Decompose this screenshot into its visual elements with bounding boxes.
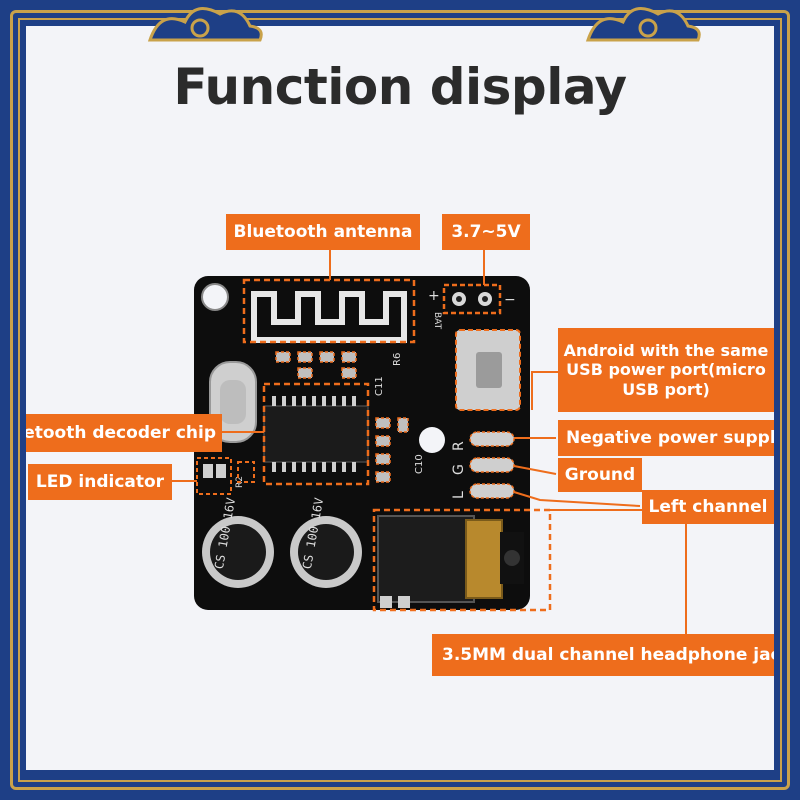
label-negative-power: Negative power supply: [558, 420, 774, 456]
label-usb-port: Android with the same USB power port(mic…: [558, 328, 774, 412]
label-bluetooth-antenna: Bluetooth antenna: [226, 214, 420, 250]
headphone-jack: [377, 515, 475, 603]
svg-text:C11: C11: [374, 376, 385, 396]
label-headphone-jack: 3.5MM dual channel headphone jack: [432, 634, 774, 676]
svg-text:G: G: [451, 464, 467, 475]
svg-text:R6: R6: [392, 353, 403, 366]
label-voltage: 3.7~5V: [442, 214, 530, 250]
mounting-hole-icon: [201, 283, 229, 311]
svg-text:R: R: [451, 441, 467, 451]
label-led-indicator: LED indicator: [28, 464, 172, 500]
label-ground: Ground: [558, 458, 642, 492]
outer-frame: [10, 10, 790, 790]
svg-text:L: L: [451, 491, 467, 499]
svg-text:−: −: [504, 292, 516, 308]
svg-text:+: +: [428, 288, 440, 304]
label-decoder-chip: Bluetooth decoder chip: [26, 414, 222, 452]
cloud-ornament-left-icon: [147, 7, 263, 42]
inner-frame: [18, 18, 782, 782]
label-left-channel: Left channel: [642, 490, 774, 524]
svg-text:C10: C10: [414, 454, 425, 474]
svg-text:BAT: BAT: [432, 312, 442, 330]
mounting-hole-2-icon: [419, 427, 445, 453]
cloud-ornament-right-icon: [585, 7, 701, 42]
page-title: Function display: [173, 58, 627, 116]
decoder-chip: [263, 405, 369, 463]
antenna-trace: [251, 291, 407, 343]
